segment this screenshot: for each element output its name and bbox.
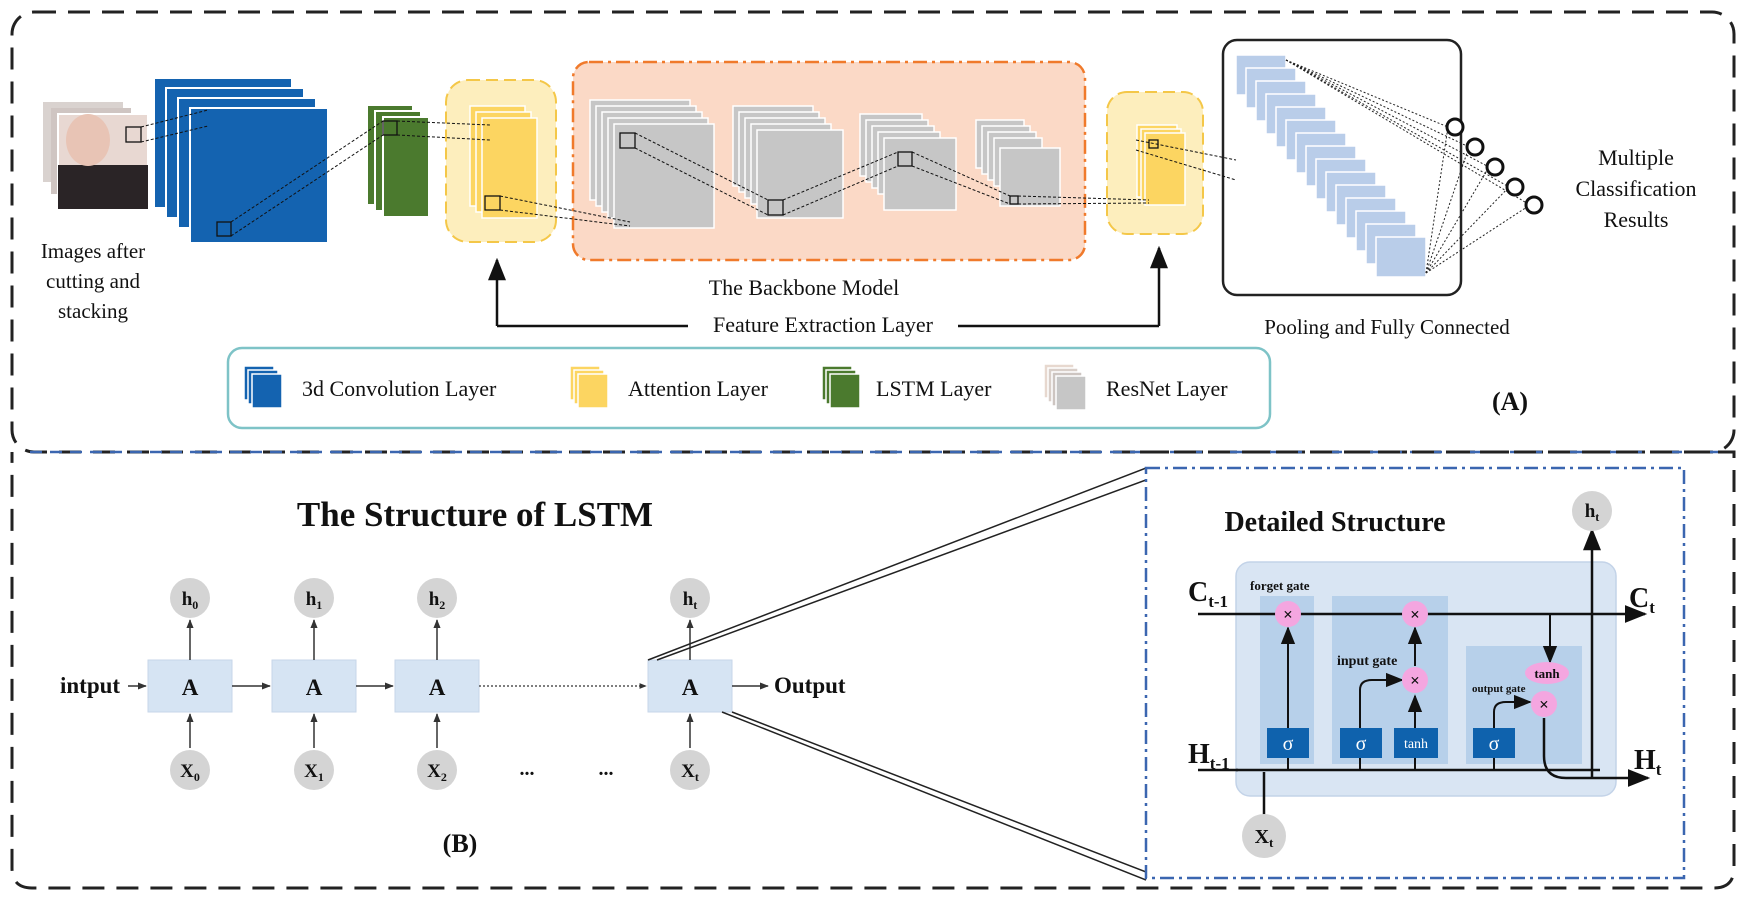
legend-item-lstm: LSTM Layer: [821, 365, 992, 409]
feature-extraction-label: Feature Extraction Layer: [713, 312, 934, 337]
input-image-stack: [43, 102, 149, 210]
attention-block-2: [1017, 91, 1204, 235]
output-neuron: [1524, 195, 1544, 215]
input-multiply: [1402, 667, 1428, 693]
x-in-node: [1242, 814, 1286, 858]
forget-gate-label: forget gate: [1250, 578, 1310, 593]
output-gate-label: output gate: [1472, 683, 1526, 695]
svg-text:σ: σ: [1283, 733, 1294, 755]
forget-multiply: [1275, 601, 1301, 627]
svg-text:×: ×: [1283, 605, 1293, 624]
input-sigma: [1340, 728, 1382, 758]
h-out-node: [1572, 491, 1612, 531]
svg-text:A: A: [429, 675, 446, 700]
output-neuron: [1465, 137, 1485, 157]
svg-text:ht: ht: [683, 589, 698, 612]
svg-text:h0: h0: [182, 589, 199, 612]
dense-stack: [1235, 54, 1427, 278]
input-label: Images after cutting and stacking: [41, 239, 145, 323]
svg-text:LSTM Layer: LSTM Layer: [876, 376, 992, 401]
output-tanh: [1525, 662, 1569, 684]
svg-text:tanh: tanh: [1404, 737, 1428, 752]
lstm-title: The Structure of LSTM: [297, 495, 653, 534]
lstm-chain: intput A h0 X0 A h1 X1 A: [60, 467, 1147, 881]
svg-text:A: A: [182, 675, 199, 700]
svg-text:σ: σ: [1356, 733, 1367, 755]
h-prev-label: Ht-1: [1188, 739, 1230, 773]
svg-text:Results: Results: [1604, 207, 1669, 232]
svg-text:stacking: stacking: [58, 299, 128, 323]
svg-text:Images after: Images after: [41, 239, 145, 263]
svg-text:Classification: Classification: [1576, 176, 1697, 201]
detail-title: Detailed Structure: [1224, 507, 1445, 538]
svg-text:Attention Layer: Attention Layer: [628, 376, 769, 401]
svg-text:tanh: tanh: [1534, 666, 1560, 681]
svg-text:X2: X2: [427, 761, 447, 784]
lstm-block: [230, 104, 430, 237]
cell-multiply: [1402, 601, 1428, 627]
svg-text:...: ...: [599, 758, 614, 780]
pooling-label: Pooling and Fully Connected: [1264, 315, 1510, 339]
svg-text:...: ...: [520, 758, 535, 780]
output-neuron: [1485, 157, 1505, 177]
svg-text:3d Convolution Layer: 3d Convolution Layer: [302, 376, 497, 401]
input-gate-label: input gate: [1337, 654, 1397, 669]
attention-block-1: [396, 79, 557, 243]
panel-b-tag: (B): [443, 829, 478, 858]
output-sigma: [1473, 728, 1515, 758]
svg-text:Multiple: Multiple: [1598, 145, 1674, 170]
legend-item-resnet: ResNet Layer: [1043, 363, 1228, 411]
svg-text:X1: X1: [304, 761, 324, 784]
backbone-model: [499, 60, 1087, 262]
svg-text:A: A: [306, 675, 323, 700]
feature-extraction-arrow: [488, 245, 1168, 328]
svg-text:σ: σ: [1489, 733, 1500, 755]
svg-text:×: ×: [1410, 605, 1420, 624]
backbone-label: The Backbone Model: [709, 275, 900, 300]
input-text: intput: [60, 673, 120, 698]
panel-a-tag: (A): [1492, 387, 1528, 416]
legend: 3d Convolution Layer Attention Layer LST…: [226, 346, 1272, 430]
svg-text:X0: X0: [180, 761, 200, 784]
c-prev-label: Ct-1: [1188, 577, 1228, 611]
svg-text:A: A: [682, 675, 699, 700]
c-next-label: Ct: [1629, 583, 1655, 617]
legend-item-attention: Attention Layer: [569, 365, 769, 409]
output-neuron: [1445, 117, 1465, 137]
lstm-cell-1: A h1 X1: [271, 578, 357, 790]
svg-text:cutting and: cutting and: [46, 269, 140, 293]
svg-text:ht: ht: [1585, 501, 1600, 524]
input-tanh: [1394, 728, 1438, 758]
svg-text:h2: h2: [429, 589, 446, 612]
pooling-fc-box: [1221, 38, 1544, 297]
output-neuron: [1505, 177, 1525, 197]
forget-sigma: [1267, 728, 1309, 758]
svg-text:h1: h1: [306, 589, 323, 612]
conv3d-block: [140, 77, 329, 244]
lstm-cell-t: A ht Xt: [647, 578, 733, 790]
svg-text:ResNet Layer: ResNet Layer: [1106, 376, 1228, 401]
h-next-label: Ht: [1634, 745, 1662, 779]
svg-text:Xt: Xt: [681, 761, 699, 784]
lstm-cell-0: A h0 X0: [147, 578, 233, 790]
output-text: Output: [774, 673, 846, 698]
svg-text:Xt: Xt: [1255, 826, 1274, 850]
legend-item-conv: 3d Convolution Layer: [243, 365, 497, 409]
results-label: Multiple Classification Results: [1576, 145, 1697, 232]
svg-text:×: ×: [1539, 695, 1549, 714]
svg-text:×: ×: [1410, 671, 1420, 690]
output-multiply: [1531, 691, 1557, 717]
zoom-lines: [647, 467, 1147, 881]
panel-a-border: [10, 10, 1736, 454]
detailed-structure: Detailed Structure forget gate input gat…: [1144, 466, 1686, 880]
lstm-cell-2: A h2 X2: [394, 578, 480, 790]
